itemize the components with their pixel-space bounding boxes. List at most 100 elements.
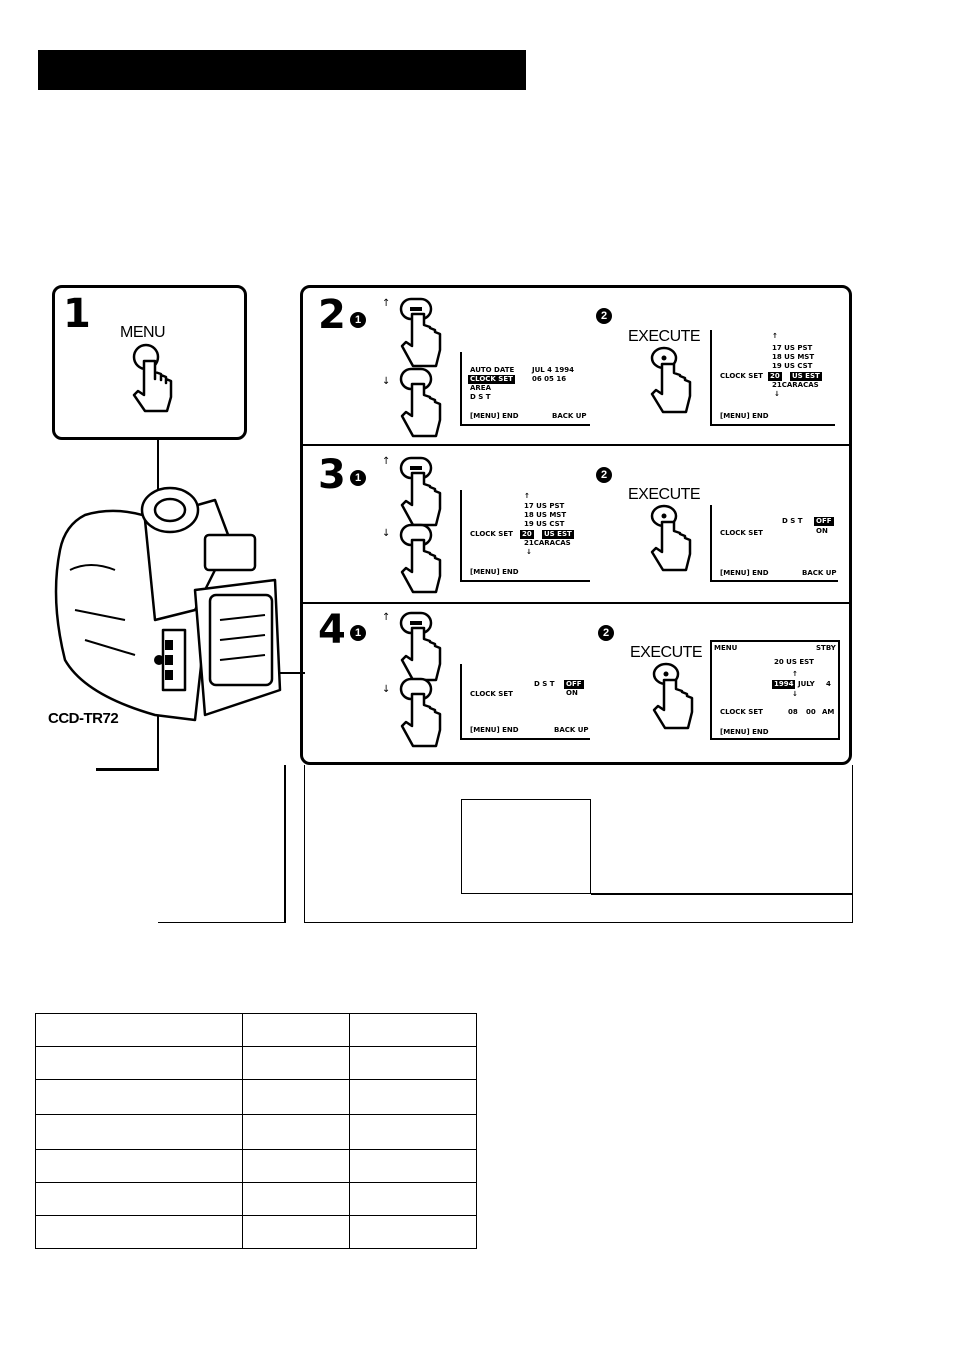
footer-menu-end: [MENU] END [720, 412, 769, 420]
up-arrow-icon: ↑ [382, 298, 391, 309]
up-button-hand-icon [399, 456, 442, 527]
down-button-hand-icon [399, 677, 442, 748]
note-inner-line [591, 893, 852, 895]
down-button-hand-icon [399, 367, 442, 438]
step3-zone-screen: ↑ 17 US PST 18 US MST 19 US CST CLOCK SE… [460, 490, 590, 582]
menu-button-label: MENU [120, 324, 166, 341]
footer-menu-end: [MENU] END [470, 568, 519, 576]
auto-date-value: JUL 4 1994 [532, 366, 574, 374]
step-divider [302, 444, 850, 446]
footer-menu-end: [MENU] END [720, 728, 769, 736]
note-box-left [158, 765, 286, 923]
menu-press-hand-icon [132, 343, 173, 413]
clock-set-label: CLOCK SET [720, 708, 763, 716]
table-row [35, 1046, 477, 1080]
clock-set-label: CLOCK SET [720, 529, 763, 537]
list-up-arrow: ↑ [524, 492, 530, 500]
substep-1-badge: 1 [350, 470, 366, 486]
zone-19: 19 US CST [772, 362, 813, 370]
dst-label: D S T [534, 680, 555, 688]
connector-line-bottom [96, 768, 159, 771]
list-up-arrow: ↑ [772, 332, 778, 340]
footer-back-up: BACK UP [554, 726, 589, 734]
list-down-arrow: ↓ [526, 548, 532, 556]
list-down-arrow: ↓ [774, 390, 780, 398]
step3-dst-screen: D S T OFF CLOCK SET ON [MENU] END BACK U… [710, 505, 838, 582]
zone-20-num: 20 [768, 372, 782, 381]
dst-label: D S T [470, 393, 491, 401]
year-up-arrow: ↑ [792, 670, 798, 678]
up-button-hand-icon [399, 297, 442, 368]
footer-menu-end: [MENU] END [720, 569, 769, 577]
zone-19: 19 US CST [524, 520, 565, 528]
substep-1-badge: 1 [350, 312, 366, 328]
zone-20-selected: US EST [542, 530, 574, 539]
zone-18: 18 US MST [524, 511, 567, 519]
execute-hand-icon [650, 346, 692, 414]
footer-menu-end: [MENU] END [470, 412, 519, 420]
menu-indicator: MENU [714, 644, 738, 652]
substep-2-badge: 2 [596, 467, 612, 483]
footer-back-up: BACK UP [552, 412, 587, 420]
dst-off-selected: OFF [814, 517, 834, 526]
step2-number: 2 [318, 292, 346, 338]
clock-set-label: CLOCK SET [470, 530, 513, 538]
dst-on-option: ON [566, 689, 578, 697]
execute-label: EXECUTE [630, 644, 703, 661]
step2-menu-screen: AUTO DATE JUL 4 1994 CLOCK SET 06 05 16 … [460, 352, 590, 426]
table-row [35, 1013, 477, 1047]
down-button-hand-icon [399, 523, 442, 594]
clock-set-value: 06 05 16 [532, 375, 567, 383]
execute-label: EXECUTE [628, 328, 701, 345]
dst-on-option: ON [816, 527, 828, 535]
step4-clock-screen: MENU STBY 20 US EST ↑ 1994 JULY 4 ↓ CLOC… [710, 640, 840, 740]
auto-date-label: AUTO DATE [470, 366, 515, 374]
minute-value: 00 [806, 708, 816, 716]
execute-label: EXECUTE [628, 486, 701, 503]
zone-21: 21CARACAS [524, 539, 571, 547]
down-arrow-icon: ↓ [382, 376, 391, 387]
stby-indicator: STBY [816, 644, 836, 652]
footer-back-up: BACK UP [802, 569, 837, 577]
down-arrow-icon: ↓ [382, 528, 391, 539]
note-inner-box [461, 799, 591, 894]
zone-display: 20 US EST [774, 658, 814, 666]
dst-off-selected: OFF [564, 680, 584, 689]
clock-set-selected: CLOCK SET [468, 375, 515, 384]
camera-model-label: CCD-TR72 [48, 710, 119, 727]
step1-box: 1 MENU [52, 285, 247, 440]
step-divider [302, 602, 850, 604]
zone-20-selected: US EST [790, 372, 822, 381]
step1-number: 1 [63, 291, 91, 337]
table-row [35, 1114, 477, 1150]
footer-menu-end: [MENU] END [470, 726, 519, 734]
title-bar [38, 50, 526, 90]
year-down-arrow: ↓ [792, 690, 798, 698]
camcorder-illustration [54, 486, 282, 722]
zone-18: 18 US MST [772, 353, 815, 361]
down-arrow-icon: ↓ [382, 684, 391, 695]
note-box-right [304, 765, 853, 923]
step2-zone-screen: ↑ 17 US PST 18 US MST 19 US CST CLOCK SE… [710, 330, 835, 426]
table-row [35, 1149, 477, 1183]
up-button-hand-icon [399, 611, 442, 682]
year-selected: 1994 [772, 680, 796, 689]
substep-2-badge: 2 [596, 308, 612, 324]
clock-set-label: CLOCK SET [470, 690, 513, 698]
steps-box [300, 285, 852, 765]
table-row [35, 1079, 477, 1115]
clock-set-label: CLOCK SET [720, 372, 763, 380]
area-label: AREA [470, 384, 492, 392]
table-row [35, 1215, 477, 1249]
execute-hand-icon [650, 504, 692, 572]
day-value: 4 [826, 680, 831, 688]
blank-table [35, 1013, 477, 1249]
up-arrow-icon: ↑ [382, 612, 391, 623]
substep-2-badge: 2 [598, 625, 614, 641]
up-arrow-icon: ↑ [382, 456, 391, 467]
execute-hand-icon [652, 662, 694, 730]
step3-number: 3 [318, 452, 346, 498]
zone-21: 21CARACAS [772, 381, 819, 389]
month-value: JULY [798, 680, 815, 688]
substep-1-badge: 1 [350, 625, 366, 641]
